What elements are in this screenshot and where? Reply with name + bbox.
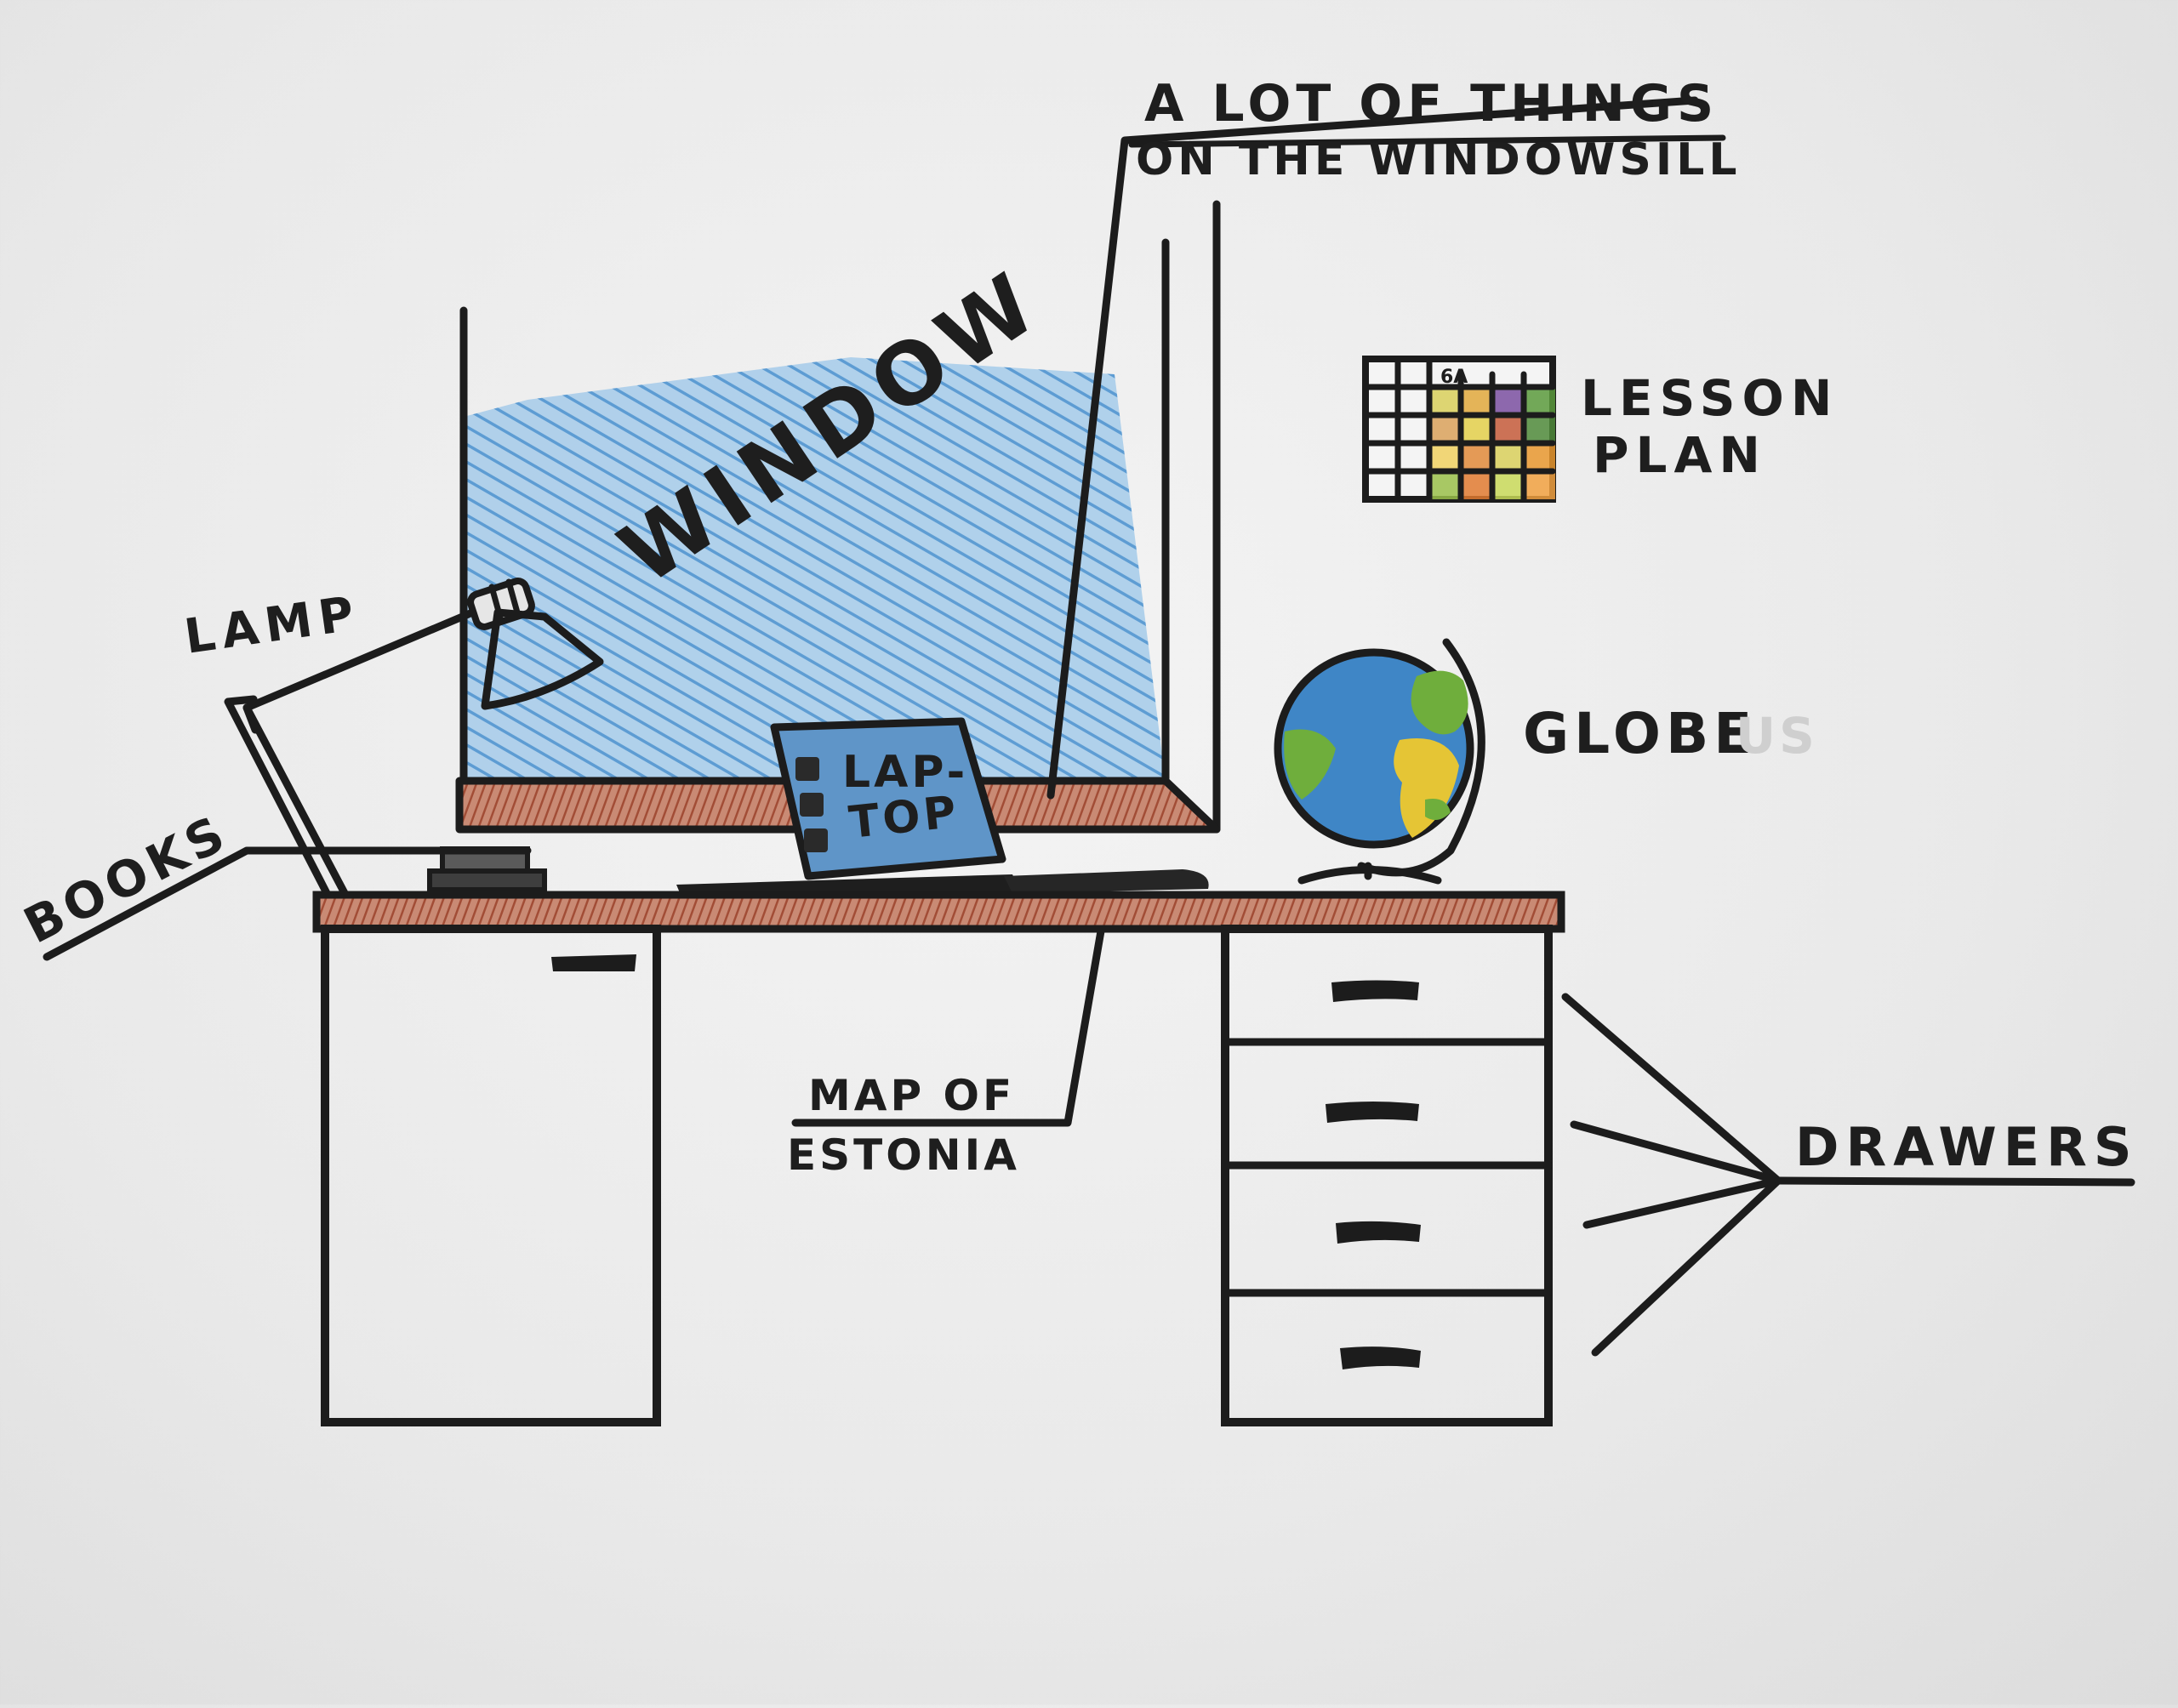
drawers-label: DRAWERS bbox=[1795, 1116, 2139, 1178]
lesson-plan-label-line1: LESSON bbox=[1581, 369, 1839, 427]
lesson-plan-cell bbox=[1524, 415, 1555, 443]
windowsill-label-line1: A LOT OF THINGS bbox=[1144, 74, 1719, 134]
lesson-plan-cell bbox=[1524, 443, 1555, 471]
lesson-plan-cell bbox=[1461, 387, 1492, 415]
drawer-handle-2 bbox=[1326, 1102, 1419, 1123]
lesson-plan-cell bbox=[1461, 471, 1492, 499]
lesson-plan-cell bbox=[1429, 443, 1461, 471]
drawer-handle-1 bbox=[1331, 981, 1419, 1003]
lesson-plan-label-line2: PLAN bbox=[1593, 426, 1767, 484]
lamp-label: LAMP bbox=[181, 586, 364, 665]
globe-erased-label: US bbox=[1736, 707, 1818, 765]
lesson-plan-cell bbox=[1461, 443, 1492, 471]
globe-label: GLOBE bbox=[1523, 701, 1757, 766]
drawer-handle-4 bbox=[1340, 1346, 1421, 1369]
desk-top bbox=[316, 895, 1561, 929]
lesson-plan-cell bbox=[1492, 471, 1524, 499]
drawers-callout: DRAWERS bbox=[1565, 997, 2139, 1352]
windowsill-label-line2: ON THE WINDOWSILL bbox=[1136, 134, 1741, 185]
lesson-plan-cell bbox=[1492, 387, 1524, 415]
lesson-plan-header: 6A bbox=[1440, 367, 1468, 388]
globe: GLOBE US bbox=[1278, 642, 1818, 880]
books-label: BOOKS bbox=[14, 803, 237, 954]
lesson-plan: 6A LESSON PLAN bbox=[1366, 359, 1839, 499]
map-label-line1: MAP OF bbox=[808, 1071, 1015, 1120]
lesson-plan-cell bbox=[1492, 443, 1524, 471]
left-cabinet-handle bbox=[551, 954, 636, 971]
map-label-line2: ESTONIA bbox=[787, 1130, 1020, 1180]
left-cabinet bbox=[325, 929, 657, 1422]
lesson-plan-cell bbox=[1429, 415, 1461, 443]
lesson-plan-cell bbox=[1461, 415, 1492, 443]
lesson-plan-cell bbox=[1429, 471, 1461, 499]
lesson-plan-cell bbox=[1524, 471, 1555, 499]
lesson-plan-cell bbox=[1429, 387, 1461, 415]
drawer-handle-3 bbox=[1336, 1221, 1421, 1244]
lesson-plan-cell bbox=[1524, 387, 1555, 415]
lesson-plan-cell bbox=[1492, 415, 1524, 443]
